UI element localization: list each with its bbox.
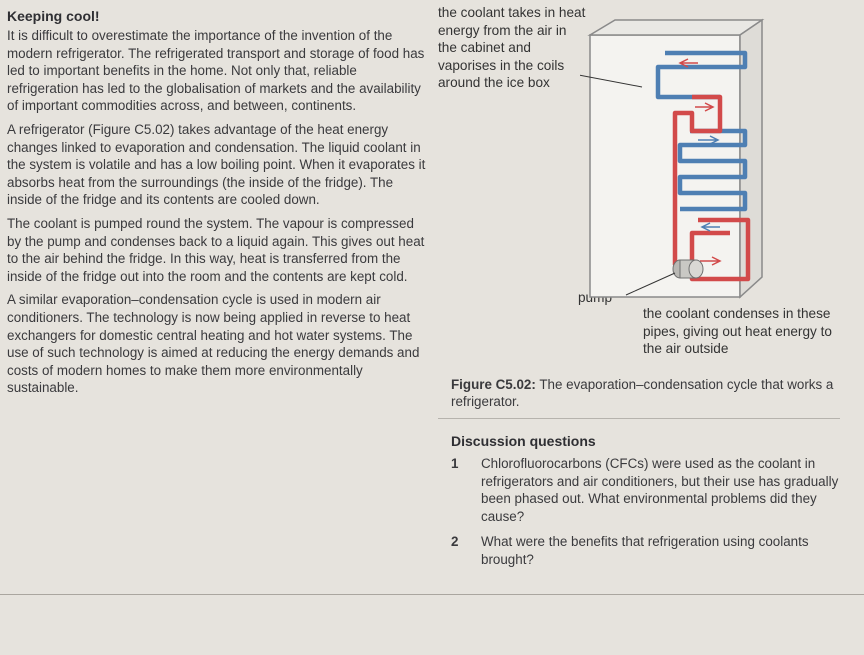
figure-caption-text: The evaporation–condensation cycle that … [451, 377, 834, 409]
flow-arrow-1 [678, 58, 698, 68]
pump-pointer [625, 272, 676, 296]
paragraph-pump: The coolant is pumped round the system. … [7, 215, 425, 284]
discussion-questions: Discussion questions 1 Chlorofluorocarbo… [451, 433, 856, 577]
flow-arrow-5 [700, 256, 722, 266]
discussion-heading: Discussion questions [451, 433, 596, 449]
paragraph-air-conditioners: A similar evaporation–condensation cycle… [7, 292, 420, 396]
evaporator-coil [677, 128, 748, 212]
condensation-callout: the coolant condenses in these pipes, gi… [643, 305, 853, 358]
caption-divider [438, 418, 840, 419]
question-text: What were the benefits that refrigeratio… [481, 534, 809, 567]
evaporation-label: the coolant takes in heat energy from th… [438, 5, 586, 91]
refrigerator-diagram [580, 18, 765, 299]
main-text-column: Keeping cool! It is difficult to overest… [7, 8, 427, 403]
figure-label: Figure C5.02: [451, 377, 536, 392]
question-item: 1 Chlorofluorocarbons (CFCs) were used a… [451, 455, 856, 525]
question-number: 2 [451, 534, 459, 550]
condensation-label: the coolant condenses in these pipes, gi… [643, 306, 832, 357]
evaporator-pipe-upper [655, 50, 748, 100]
evaporation-pointer [580, 74, 643, 88]
question-text: Chlorofluorocarbons (CFCs) were used as … [481, 456, 839, 524]
page-bottom-rule [0, 594, 864, 595]
pump-cylinder [672, 259, 704, 279]
section-title: Keeping cool! [7, 8, 100, 24]
paragraph-refrigerator: A refrigerator (Figure C5.02) takes adva… [7, 121, 426, 208]
flow-arrow-3 [698, 135, 720, 145]
question-number: 1 [451, 456, 459, 471]
evaporation-callout: the coolant takes in heat energy from th… [438, 4, 588, 92]
question-item: 2 What were the benefits that refrigerat… [451, 533, 856, 568]
figure-caption: Figure C5.02: The evaporation–condensati… [451, 376, 851, 410]
condenser-pipe-lower [689, 217, 751, 282]
flow-arrow-4 [700, 222, 720, 232]
fridge-cabinet [589, 34, 741, 298]
flow-arrow-2 [695, 102, 715, 112]
paragraph-intro: It is difficult to overestimate the impo… [7, 28, 425, 114]
fridge-top [587, 19, 765, 36]
condenser-pipe-upper [672, 94, 723, 265]
